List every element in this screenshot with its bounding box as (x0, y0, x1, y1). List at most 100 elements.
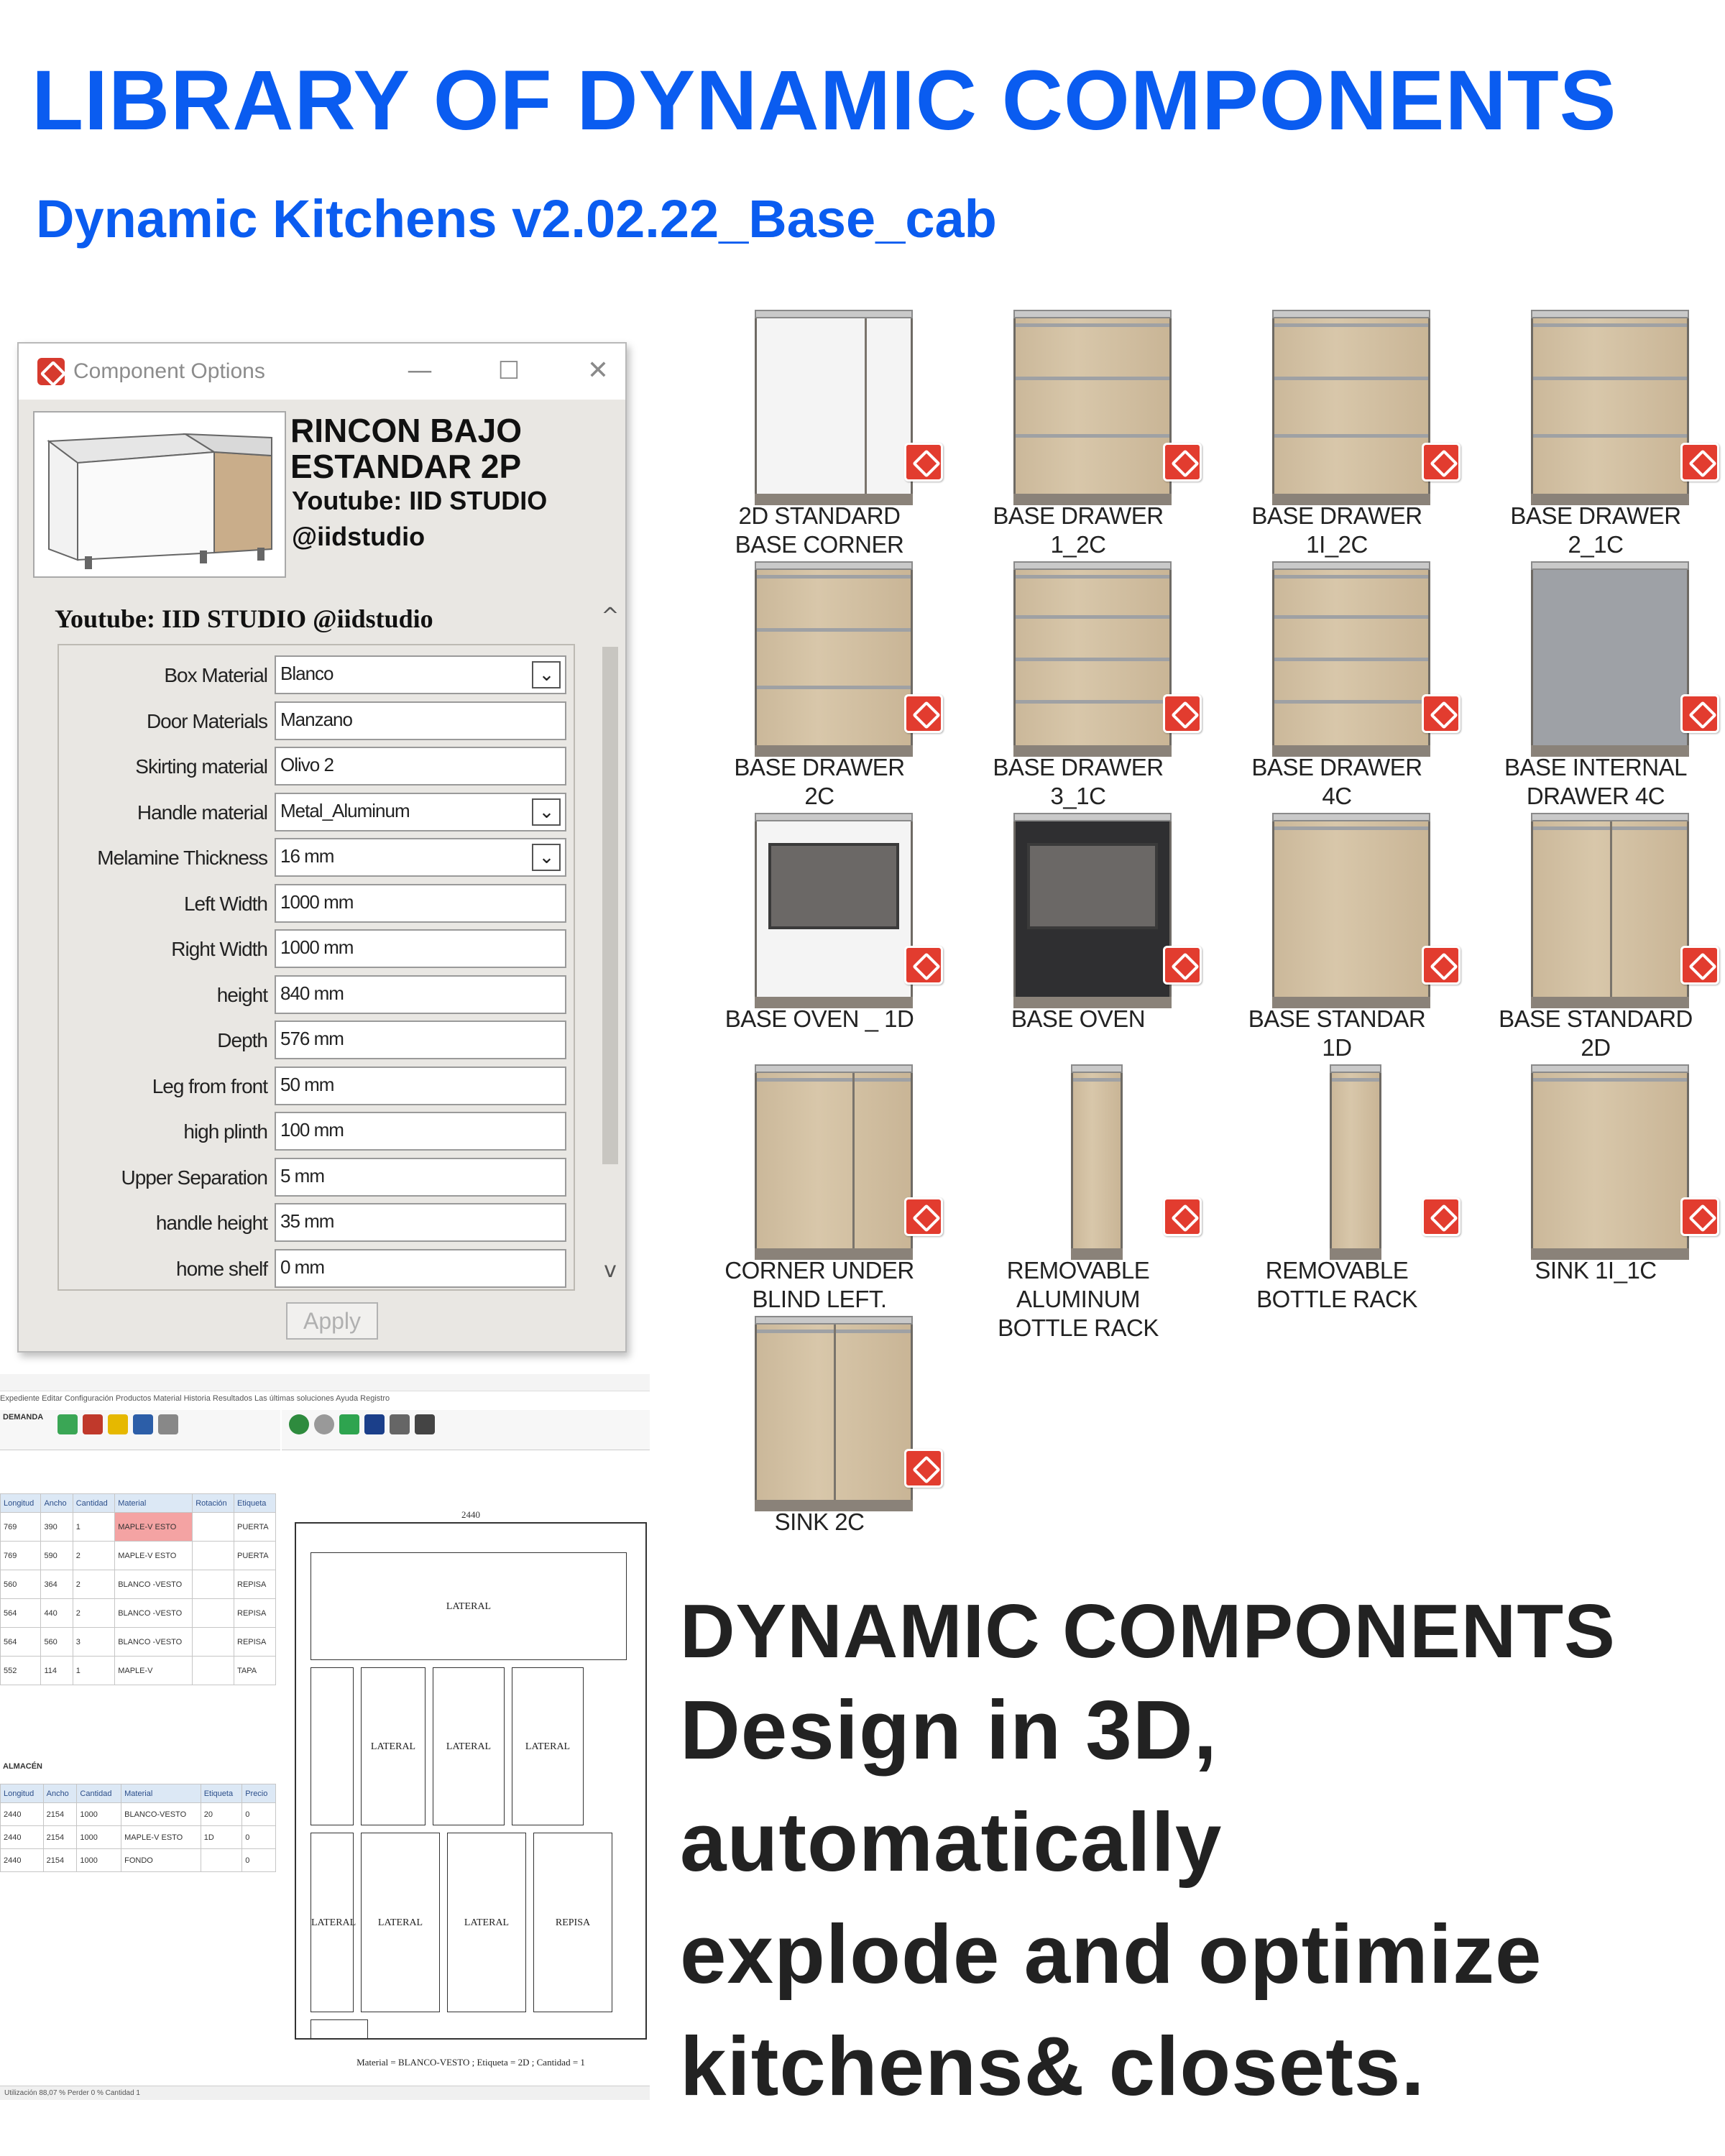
table-cell[interactable]: TAPA (234, 1656, 276, 1685)
option-input[interactable]: 1000 mm (275, 883, 566, 923)
optimizer-menu[interactable]: Expediente Editar Configuración Producto… (0, 1394, 390, 1403)
table-cell[interactable]: 0 (242, 1825, 276, 1849)
table-cell[interactable]: 564 (0, 1598, 42, 1628)
table-cell[interactable]: 2 (72, 1598, 116, 1628)
option-input[interactable]: 840 mm (275, 975, 566, 1014)
column-header[interactable]: Etiqueta (200, 1784, 243, 1803)
table-cell[interactable]: BLANCO-VESTO (121, 1802, 201, 1826)
cut-piece[interactable]: LATERAL (361, 1667, 426, 1825)
table-cell[interactable]: 440 (40, 1598, 73, 1628)
library-item[interactable]: BASE OVEN _ 1D (690, 805, 949, 1056)
library-item[interactable]: SINK 2C (690, 1308, 949, 1560)
table-cell[interactable]: MAPLE-V ESTO (114, 1541, 193, 1570)
table-cell[interactable]: 2440 (0, 1825, 44, 1849)
maximize-icon[interactable]: ☐ (497, 356, 520, 385)
accept-icon[interactable] (339, 1414, 360, 1434)
save-icon[interactable] (133, 1414, 154, 1434)
table-cell[interactable]: 2 (72, 1570, 116, 1599)
open-icon[interactable] (108, 1414, 129, 1434)
table-cell[interactable] (192, 1570, 234, 1599)
table-cell[interactable] (192, 1541, 234, 1570)
delete-icon[interactable] (83, 1414, 104, 1434)
option-input[interactable]: Manzano (275, 701, 566, 740)
table-cell[interactable]: 0 (242, 1802, 276, 1826)
column-header[interactable]: Precio (242, 1784, 276, 1803)
table-cell[interactable]: REPISA (234, 1627, 276, 1657)
table-cell[interactable]: BLANCO -VESTO (114, 1598, 193, 1628)
table-cell[interactable]: 1000 (76, 1848, 122, 1872)
option-input[interactable]: 50 mm (275, 1066, 566, 1105)
table-cell[interactable]: 1 (72, 1656, 116, 1685)
table-cell[interactable]: 552 (0, 1656, 42, 1685)
column-header[interactable]: Cantidad (76, 1784, 122, 1803)
cut-piece[interactable]: REPISA (533, 1833, 612, 2012)
table-cell[interactable]: 2 (72, 1541, 116, 1570)
column-header[interactable]: Material (114, 1493, 193, 1513)
add-icon[interactable] (58, 1414, 78, 1434)
table-cell[interactable]: 560 (40, 1627, 73, 1657)
column-header[interactable]: Cantidad (72, 1493, 116, 1513)
library-item[interactable]: BASE OVEN (949, 805, 1208, 1056)
option-input[interactable]: 576 mm (275, 1021, 566, 1059)
option-input[interactable]: 100 mm (275, 1112, 566, 1151)
cut-piece[interactable]: LATERAL (310, 1833, 356, 2012)
option-input[interactable]: 35 mm (275, 1203, 566, 1242)
table-cell[interactable]: 769 (0, 1512, 42, 1542)
apply-button[interactable]: Apply (286, 1302, 378, 1340)
minimize-icon[interactable]: — (407, 356, 433, 385)
table-cell[interactable]: 2440 (0, 1848, 44, 1872)
cut-piece[interactable]: LATERAL (361, 1833, 440, 2012)
table-cell[interactable]: 1000 (76, 1802, 122, 1826)
option-select[interactable]: Metal_Aluminum⌄ (275, 792, 566, 831)
table-cell[interactable]: MAPLE-V (114, 1656, 193, 1685)
save-results-icon[interactable] (364, 1414, 385, 1434)
table-cell[interactable]: FONDO (121, 1848, 201, 1872)
options-scrollbar[interactable]: ^ v (598, 604, 622, 1288)
table-cell[interactable] (200, 1848, 243, 1872)
cut-piece[interactable]: LATERAL (310, 1552, 627, 1660)
table-cell[interactable]: BLANCO -VESTO (114, 1627, 193, 1657)
option-input[interactable]: 5 mm (275, 1157, 566, 1197)
cut-piece[interactable]: LATERAL (447, 1833, 526, 2012)
option-select[interactable]: 16 mm⌄ (275, 838, 566, 877)
cut-piece[interactable] (310, 2019, 368, 2040)
cut-piece[interactable]: LATERAL (433, 1667, 505, 1825)
table-cell[interactable]: MAPLE-V ESTO (121, 1825, 201, 1849)
column-header[interactable]: Longitud (0, 1493, 42, 1513)
table-cell[interactable]: REPISA (234, 1570, 276, 1599)
stop-icon[interactable] (314, 1414, 335, 1434)
table-cell[interactable]: 560 (0, 1570, 42, 1599)
table-cell[interactable]: 364 (40, 1570, 73, 1599)
chevron-down-icon[interactable]: ⌄ (532, 844, 561, 871)
table-cell[interactable]: 2154 (42, 1848, 78, 1872)
print-icon[interactable] (158, 1414, 179, 1434)
table-cell[interactable]: 1D (200, 1825, 243, 1849)
scroll-down-icon[interactable]: v (604, 1258, 617, 1283)
table-cell[interactable]: 114 (40, 1656, 73, 1685)
table-cell[interactable]: 0 (242, 1848, 276, 1872)
table-cell[interactable]: BLANCO -VESTO (114, 1570, 193, 1599)
close-icon[interactable]: ✕ (586, 356, 610, 385)
table-cell[interactable]: 1 (72, 1512, 116, 1542)
table-cell[interactable]: REPISA (234, 1598, 276, 1628)
chevron-down-icon[interactable]: ⌄ (532, 798, 561, 826)
table-cell[interactable]: 3 (72, 1627, 116, 1657)
column-header[interactable]: Material (121, 1784, 201, 1803)
